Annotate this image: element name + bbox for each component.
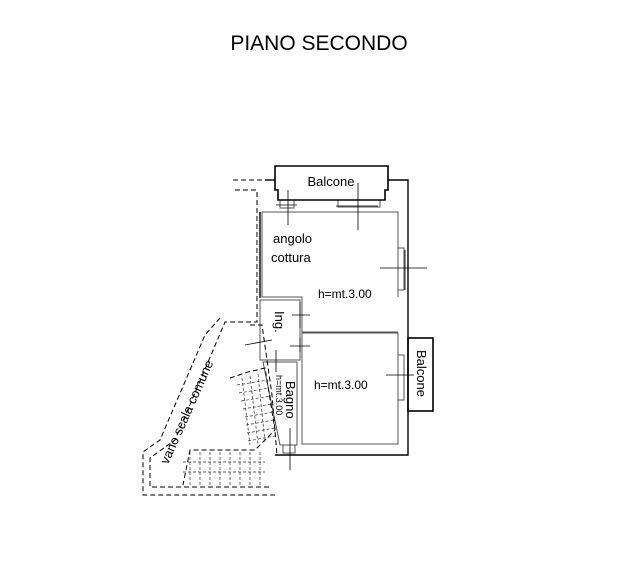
balcony-right — [407, 337, 434, 412]
label-height-bagno: h=mt.3.00 — [274, 375, 284, 415]
balcony-top — [274, 165, 389, 201]
label-height-living: h=mt.3.00 — [318, 287, 372, 301]
label-height-room: h=mt.3.00 — [314, 378, 368, 392]
plan-title: PIANO SECONDO — [230, 32, 408, 55]
label-vano-scala: vano scala comune — [157, 358, 216, 466]
label-cottura: cottura — [271, 250, 312, 265]
label-angolo: angolo — [273, 231, 312, 246]
outer-walls — [259, 179, 409, 456]
dimension-crosses — [244, 183, 427, 470]
stairwell-outline — [142, 179, 278, 496]
label-balcone-top: Balcone — [308, 174, 355, 189]
label-ingresso: Ing. — [272, 311, 287, 333]
label-balcone-right: Balcone — [414, 350, 429, 397]
label-bagno: Bagno — [283, 381, 298, 419]
stairs — [183, 373, 276, 485]
